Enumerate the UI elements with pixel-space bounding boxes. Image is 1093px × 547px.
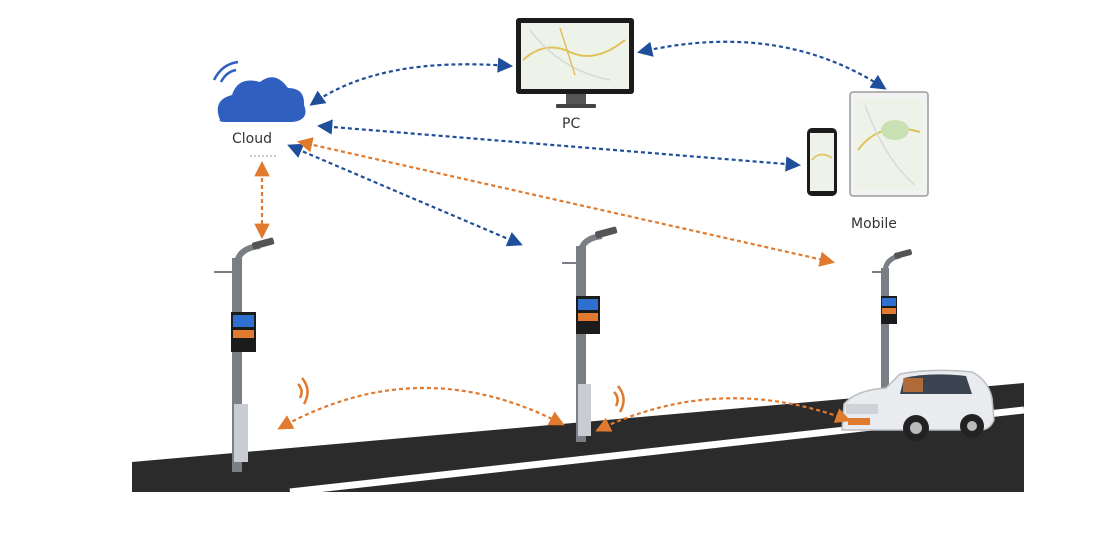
street-light-1 (214, 237, 275, 472)
link-cloud-light3 (296, 137, 836, 267)
cloud-icon (212, 60, 306, 157)
link-cloud-pc (309, 57, 514, 106)
pc-label: PC (562, 116, 581, 132)
pc-monitor-icon (516, 18, 634, 108)
mobile-label: Mobile (851, 216, 897, 232)
orange-links (254, 137, 851, 432)
link-pc-tablet (636, 40, 887, 90)
signal-icon-left (297, 377, 309, 405)
cloud-label: Cloud (232, 131, 272, 147)
street-light-3 (872, 249, 913, 392)
car (841, 369, 995, 441)
street-light-2 (562, 226, 618, 442)
phone-icon (807, 128, 837, 196)
signal-icon-right (613, 385, 625, 413)
link-cloud-phone (316, 119, 802, 172)
link-light2-car (595, 397, 851, 432)
link-light1-light2 (277, 386, 565, 430)
link-cloud-light2 (287, 143, 523, 247)
tablet-icon (849, 91, 929, 197)
